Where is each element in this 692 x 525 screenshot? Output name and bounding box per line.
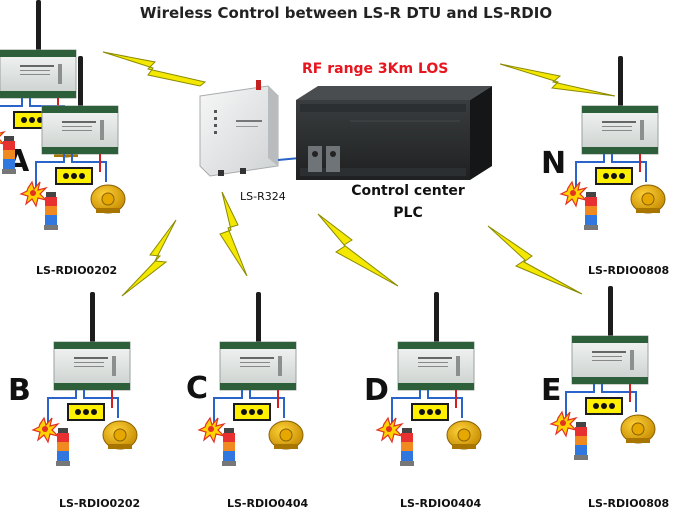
control-center-line1: Control center	[351, 183, 465, 199]
node-model-d: LS-RDIO0404	[400, 497, 482, 510]
control-center-label: Control center PLC	[338, 183, 478, 221]
node-model-a: LS-RDIO0202	[36, 264, 118, 277]
rdio-node-c	[198, 291, 304, 467]
node-letter-n: N	[541, 146, 567, 181]
lightning-bolt-icon	[102, 51, 207, 87]
lightning-bolt-icon	[499, 63, 616, 97]
node-model-b: LS-RDIO0202	[59, 497, 141, 510]
dtu-device	[199, 80, 279, 177]
wireless-links	[102, 51, 616, 297]
lightning-bolt-icon	[317, 213, 399, 287]
plc-controller	[296, 86, 492, 180]
node-letter-c: C	[186, 371, 209, 406]
rdio-node-b	[32, 291, 138, 467]
node-model-n: LS-RDIO0808	[588, 264, 670, 277]
lightning-bolt-icon	[121, 219, 177, 297]
diagram-title: Wireless Control between LS-R DTU and LS…	[139, 4, 553, 22]
lightning-bolt-icon	[219, 191, 248, 277]
lightning-bolt-icon	[487, 225, 583, 295]
dtu-label: LS-R324	[240, 190, 286, 203]
node-letter-e: E	[541, 373, 562, 408]
control-center-line2: PLC	[393, 205, 423, 221]
rdio-node-d	[376, 291, 482, 467]
node-model-e: LS-RDIO0808	[588, 497, 670, 510]
node-letter-d: D	[364, 373, 389, 408]
rdio-node-n	[560, 55, 666, 231]
rdio-node-e	[550, 285, 656, 461]
node-model-c: LS-RDIO0404	[227, 497, 309, 510]
node-letter-b: B	[8, 373, 31, 408]
rf-range-label: RF range 3Km LOS	[302, 61, 449, 77]
